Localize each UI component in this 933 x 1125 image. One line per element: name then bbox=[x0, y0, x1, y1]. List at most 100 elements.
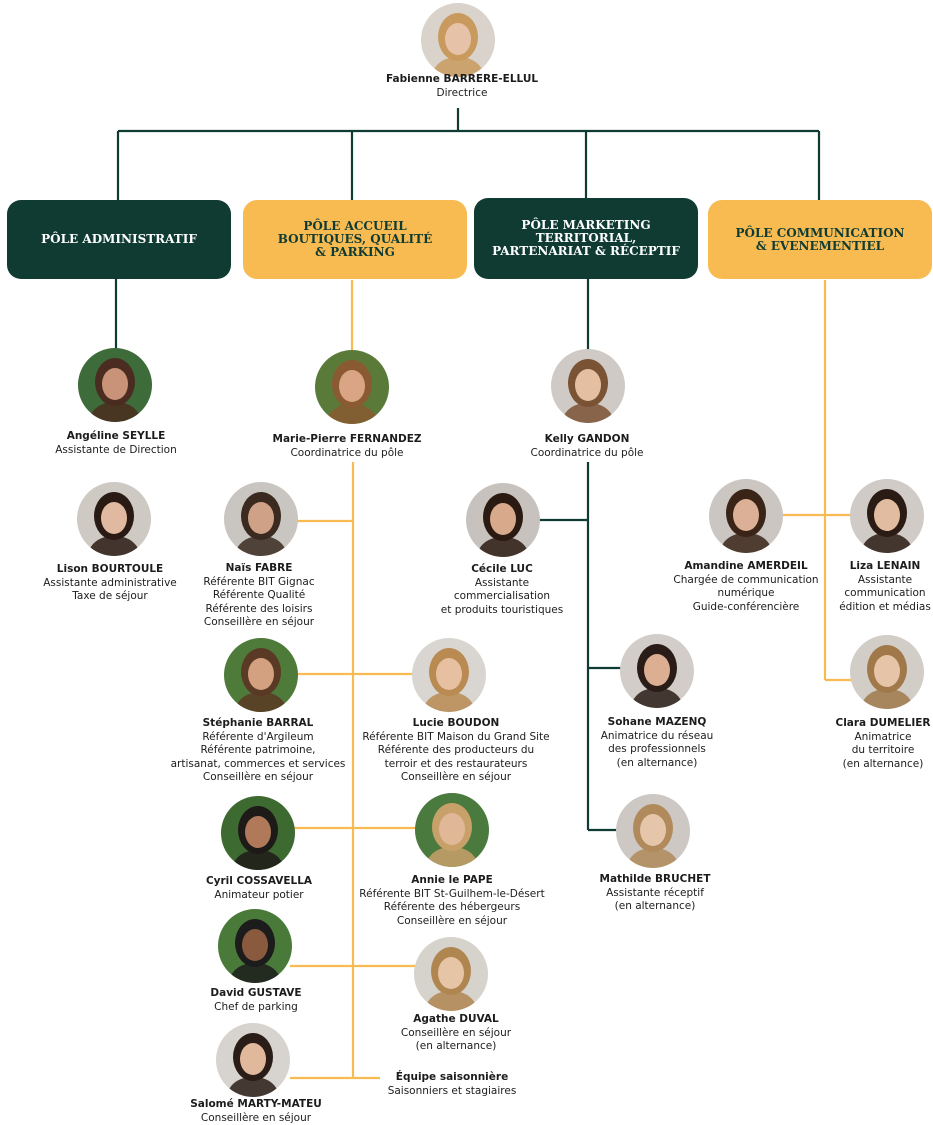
person-role: Animateur potier bbox=[206, 889, 312, 903]
person-role: Référente patrimoine, bbox=[171, 744, 346, 758]
avatar-duval bbox=[414, 937, 488, 1011]
person-role: Conseillère en séjour bbox=[190, 1112, 322, 1125]
person-role: Chef de parking bbox=[210, 1001, 301, 1015]
avatar-fabre bbox=[224, 482, 298, 556]
person-role: artisanat, commerces et services bbox=[171, 758, 346, 772]
person-name: Lucie BOUDON bbox=[362, 717, 549, 731]
person-name: Sohane MAZENQ bbox=[601, 716, 714, 730]
person-role: terroir et des restaurateurs bbox=[362, 758, 549, 772]
person-name: Stéphanie BARRAL bbox=[171, 717, 346, 731]
person-role: communication bbox=[839, 587, 931, 601]
person-role: Chargée de communication bbox=[673, 574, 818, 588]
person-name: Marie-Pierre FERNANDEZ bbox=[273, 433, 422, 447]
avatar-seylle bbox=[78, 348, 152, 422]
person-role: édition et médias bbox=[839, 601, 931, 615]
person-name: Annie le PAPE bbox=[359, 874, 544, 888]
person-role: Référente BIT St-Guilhem-le-Désert bbox=[359, 888, 544, 902]
person-role: (en alternance) bbox=[601, 757, 714, 771]
person-role: Guide-conférencière bbox=[673, 601, 818, 615]
person-role: numérique bbox=[673, 587, 818, 601]
person-role: Conseillère en séjour bbox=[401, 1027, 511, 1041]
person-role: Directrice bbox=[386, 87, 538, 101]
person-role: Assistante bbox=[441, 577, 563, 591]
pole-accueil: PÔLE ACCUEIL BOUTIQUES, QUALITÉ & PARKIN… bbox=[243, 200, 467, 279]
avatar-marty bbox=[216, 1023, 290, 1097]
avatar-barral bbox=[224, 638, 298, 712]
person-name: Cyril COSSAVELLA bbox=[206, 875, 312, 889]
avatar-dumelier bbox=[850, 635, 924, 709]
pole-administratif: PÔLE ADMINISTRATIF bbox=[7, 200, 231, 279]
person-name: Fabienne BARRERE-ELLUL bbox=[386, 73, 538, 87]
person-role: Conseillère en séjour bbox=[359, 915, 544, 929]
person-role: commercialisation bbox=[441, 590, 563, 604]
person-role: Référente BIT Gignac bbox=[203, 576, 314, 590]
person-role: (en alternance) bbox=[600, 900, 711, 914]
avatar-bourtoule bbox=[77, 482, 151, 556]
person-role: (en alternance) bbox=[401, 1040, 511, 1054]
person-role: Référente BIT Maison du Grand Site bbox=[362, 731, 549, 745]
person-role: Animatrice du réseau bbox=[601, 730, 714, 744]
avatar-boudon bbox=[412, 638, 486, 712]
person-name: Agathe DUVAL bbox=[401, 1013, 511, 1027]
avatar-mazenq bbox=[620, 634, 694, 708]
person-role: Assistante réceptif bbox=[600, 887, 711, 901]
person-role: Conseillère en séjour bbox=[362, 771, 549, 785]
person-name: Mathilde BRUCHET bbox=[600, 873, 711, 887]
person-role: Coordinatrice du pôle bbox=[530, 447, 643, 461]
person-name: Kelly GANDON bbox=[530, 433, 643, 447]
avatar-gandon bbox=[551, 349, 625, 423]
avatar-luc bbox=[466, 483, 540, 557]
person-name: Liza LENAIN bbox=[839, 560, 931, 574]
person-name: Équipe saisonnière bbox=[388, 1071, 517, 1085]
person-role: Référente Qualité bbox=[203, 589, 314, 603]
person-name: Cécile LUC bbox=[441, 563, 563, 577]
person-role: Référente d'Argileum bbox=[171, 731, 346, 745]
person-role: Animatrice bbox=[835, 731, 930, 745]
pole-communication: PÔLE COMMUNICATION & EVENEMENTIEL bbox=[708, 200, 932, 279]
person-role: des professionnels bbox=[601, 743, 714, 757]
person-name: Amandine AMERDEIL bbox=[673, 560, 818, 574]
person-role: Coordinatrice du pôle bbox=[273, 447, 422, 461]
avatar-gustave bbox=[218, 909, 292, 983]
avatar-director bbox=[421, 3, 495, 77]
person-role: du territoire bbox=[835, 744, 930, 758]
person-role: Conseillère en séjour bbox=[171, 771, 346, 785]
person-name: Clara DUMELIER bbox=[835, 717, 930, 731]
person-role: Assistante bbox=[839, 574, 931, 588]
pole-marketing: PÔLE MARKETING TERRITORIAL, PARTENARIAT … bbox=[474, 198, 698, 279]
person-role: (en alternance) bbox=[835, 758, 930, 772]
avatar-fernandez bbox=[315, 350, 389, 424]
person-name: David GUSTAVE bbox=[210, 987, 301, 1001]
person-role: Référente des hébergeurs bbox=[359, 901, 544, 915]
avatar-amerdeil bbox=[709, 479, 783, 553]
person-role: Référente des producteurs du bbox=[362, 744, 549, 758]
person-name: Naïs FABRE bbox=[203, 562, 314, 576]
avatar-pape bbox=[415, 793, 489, 867]
avatar-bruchet bbox=[616, 794, 690, 868]
avatar-lenain bbox=[850, 479, 924, 553]
person-role: Conseillère en séjour bbox=[203, 616, 314, 630]
person-role: Saisonniers et stagiaires bbox=[388, 1085, 517, 1099]
person-name: Salomé MARTY-MATEU bbox=[190, 1098, 322, 1112]
person-role: Assistante de Direction bbox=[55, 444, 177, 458]
